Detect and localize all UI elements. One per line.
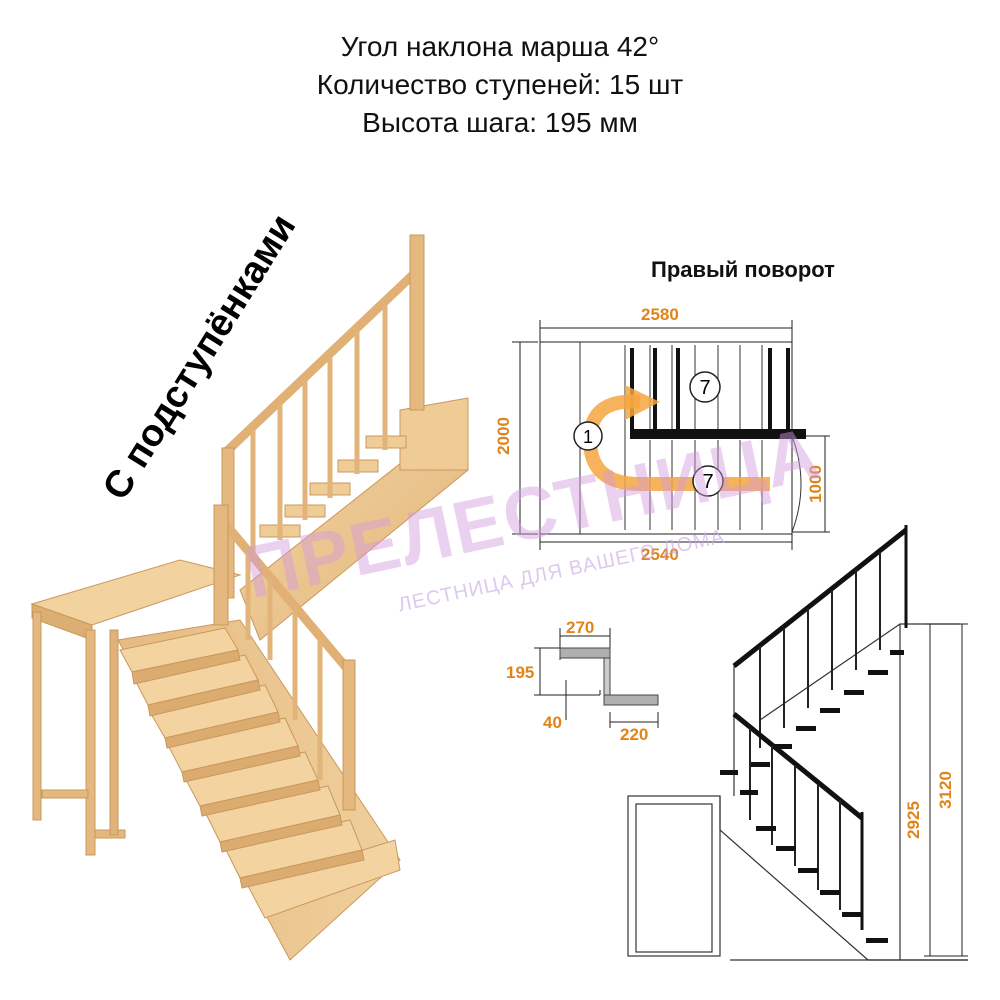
plan-marker-7b: 7 <box>702 471 713 493</box>
label-right-turn: Правый поворот <box>651 257 835 282</box>
spec-step-height: Высота шага: 195 мм <box>362 107 638 138</box>
spec-steps: Количество ступеней: 15 шт <box>316 69 684 100</box>
spec-angle: Угол наклона марша 42° <box>340 31 660 62</box>
dim-tread-bottom: 220 <box>620 725 649 744</box>
dim-width-bottom: 2540 <box>641 545 679 564</box>
dim-rise: 195 <box>506 663 535 682</box>
dim-tread-top: 270 <box>566 618 595 637</box>
dim-overhang: 40 <box>543 713 562 732</box>
plan-marker-7a: 7 <box>699 377 710 399</box>
dim-width-top: 2580 <box>641 305 679 324</box>
dim-height-inner: 2925 <box>903 801 923 839</box>
plan-marker-1: 1 <box>583 427 593 447</box>
dim-height-outer: 3120 <box>935 771 955 809</box>
